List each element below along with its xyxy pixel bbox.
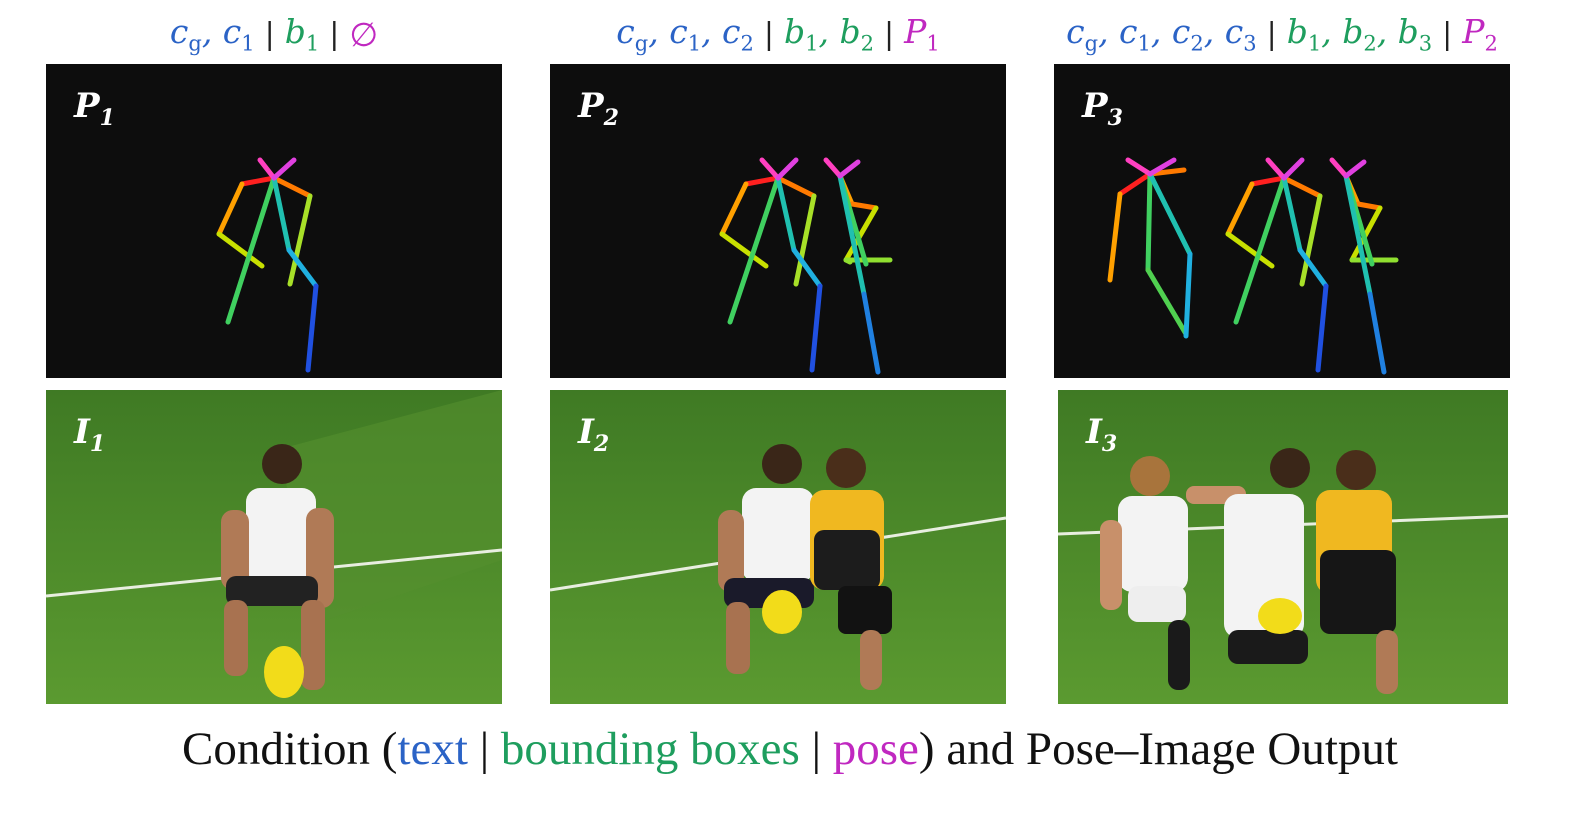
pose-panel-3: P3 bbox=[1054, 64, 1510, 378]
pose-label: P1 bbox=[74, 86, 115, 131]
caption-suffix: ) and Pose–Image Output bbox=[918, 723, 1398, 775]
pose-panel-1: P1 bbox=[46, 64, 502, 378]
separator: | bbox=[329, 16, 340, 52]
pose-label: P2 bbox=[578, 86, 619, 131]
athlete-photo-icon bbox=[550, 390, 1006, 704]
separator: | bbox=[1442, 16, 1453, 52]
pose-label: P3 bbox=[1082, 86, 1123, 131]
box-conditions: b1 bbox=[284, 12, 320, 56]
pose-conditions: P2 bbox=[1462, 12, 1498, 56]
skeleton-graphic bbox=[1107, 157, 1399, 375]
separator: | bbox=[264, 16, 275, 52]
text-conditions: cg, c1 bbox=[169, 12, 255, 56]
separator: | bbox=[1266, 16, 1277, 52]
box-conditions: b1, b2 bbox=[784, 12, 874, 56]
athlete-photo-icon bbox=[1058, 390, 1508, 704]
box-conditions: b1, b2, b3 bbox=[1286, 12, 1433, 56]
image-panel-3: I3 bbox=[1058, 390, 1508, 704]
image-label: I2 bbox=[578, 412, 610, 457]
pose-conditions: ∅ bbox=[349, 14, 379, 54]
condition-row-3: cg, c1, c2, c3 | b1, b2, b3 | P2 bbox=[1040, 8, 1524, 60]
image-panel-2: I2 bbox=[550, 390, 1006, 704]
image-label: I1 bbox=[74, 412, 106, 457]
caption-boxes-word: bounding boxes bbox=[500, 723, 800, 775]
caption-text-word: text bbox=[397, 723, 468, 775]
separator: | bbox=[884, 16, 895, 52]
caption-prefix: Condition ( bbox=[182, 723, 398, 775]
image-panel-1: I1 bbox=[46, 390, 502, 704]
separator: | bbox=[763, 16, 775, 52]
text-conditions: cg, c1, c2, c3 bbox=[1066, 12, 1257, 56]
skeleton-graphic bbox=[719, 157, 893, 375]
image-label: I3 bbox=[1086, 412, 1118, 457]
athlete-photo-icon bbox=[46, 390, 502, 704]
pose-panel-2: P2 bbox=[550, 64, 1006, 378]
caption-separator: | bbox=[467, 723, 501, 775]
figure-caption: Condition (text | bounding boxes | pose)… bbox=[0, 722, 1580, 792]
caption-pose-word: pose bbox=[832, 723, 919, 775]
text-conditions: cg, c1, c2 bbox=[616, 12, 754, 56]
skeleton-graphic bbox=[216, 157, 319, 373]
condition-row-2: cg, c1, c2 | b1, b2 | P1 bbox=[550, 8, 1006, 60]
condition-row-1: cg, c1 | b1 | ∅ bbox=[46, 8, 502, 60]
pose-conditions: P1 bbox=[904, 12, 940, 56]
caption-separator: | bbox=[799, 723, 833, 775]
